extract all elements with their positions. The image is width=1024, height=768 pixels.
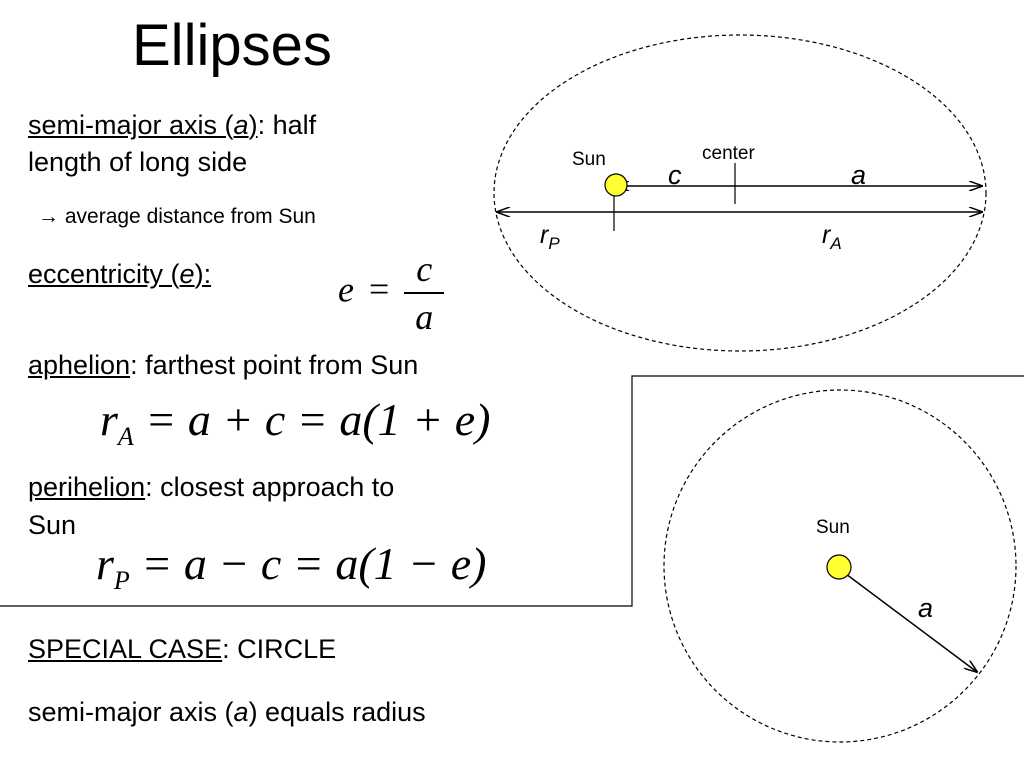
average-distance-text: average distance from Sun: [64, 205, 316, 228]
aphelion-term: aphelion: [28, 350, 131, 380]
aphelion-sub: A: [117, 422, 134, 452]
perihelion-definition: perihelion: closest approach to: [28, 470, 394, 504]
ecc-equals: =: [368, 269, 390, 310]
perihelion-r: r: [96, 538, 114, 589]
semi-major-rest: : half: [257, 110, 317, 140]
sun-icon: [604, 173, 628, 197]
semi-major-axis-definition: semi-major axis (a): half: [28, 108, 316, 142]
circle-note: semi-major axis (a) equals radius: [28, 695, 426, 729]
page-title: Ellipses: [132, 13, 332, 78]
ecc-denominator: a: [415, 297, 434, 337]
special-case-term: SPECIAL CASE: [28, 634, 223, 664]
ecc-lhs: e: [338, 269, 354, 310]
aphelion-definition: aphelion: farthest point from Sun: [28, 348, 418, 382]
eccentricity-definition: eccentricity (e):: [28, 257, 211, 291]
circle-note-post: ) equals radius: [248, 697, 426, 727]
aphelion-formula: rA = a + c = a(1 + e): [100, 392, 490, 465]
circle-sun-label: Sun: [816, 517, 850, 538]
average-distance-note: → average distance from Sun: [38, 204, 316, 230]
right-arrow-icon: →: [38, 205, 59, 228]
ecc-fraction: c a: [404, 248, 445, 338]
eccentricity-term: eccentricity (e):: [28, 259, 211, 289]
rp-sub: P: [548, 234, 560, 253]
ellipse-sun-label: Sun: [572, 149, 606, 170]
perihelion-body: = a − c = a(1 − e): [129, 538, 487, 589]
aphelion-rest: : farthest point from Sun: [130, 350, 419, 380]
eccentricity-term-text: eccentricity (: [28, 259, 180, 289]
semi-major-close: ): [248, 110, 258, 140]
perihelion-formula: rP = a − c = a(1 − e): [96, 536, 486, 609]
semi-major-line2: length of long side: [28, 147, 248, 177]
ra-r: r: [822, 221, 832, 249]
ra-label: rA: [822, 221, 842, 253]
orbit-ellipse: [493, 34, 987, 352]
perihelion-term: perihelion: [28, 472, 146, 502]
special-case-rest: : CIRCLE: [222, 634, 337, 664]
rp-label: rP: [540, 221, 560, 253]
aphelion-r: r: [100, 394, 118, 445]
perihelion-line2: Sun: [28, 510, 77, 540]
eccentricity-symbol: e: [179, 259, 195, 289]
semi-major-symbol: a: [233, 110, 249, 140]
perihelion-rest: : closest approach to: [145, 472, 395, 502]
ra-sub: A: [829, 234, 841, 253]
fraction-bar: [404, 292, 445, 294]
perihelion-sub: P: [113, 566, 130, 596]
radius-arrow: [845, 573, 977, 672]
eccentricity-close: ):: [194, 259, 212, 289]
center-label: center: [702, 143, 755, 164]
circular-orbit: [663, 389, 1017, 743]
a-label: a: [851, 160, 866, 190]
eccentricity-formula: e = c a: [338, 248, 445, 338]
semi-major-term: semi-major axis (a): [28, 110, 258, 140]
c-label: c: [668, 160, 682, 190]
aphelion-body: = a + c = a(1 + e): [133, 394, 491, 445]
radius-a-label: a: [918, 593, 933, 623]
circle-sun-icon: [826, 554, 852, 580]
ecc-numerator: c: [416, 249, 433, 289]
circle-panel-border: [0, 375, 1024, 607]
semi-major-term-text: semi-major axis (: [28, 110, 234, 140]
circle-note-symbol: a: [233, 697, 249, 727]
circle-note-pre: semi-major axis (: [28, 697, 234, 727]
rp-r: r: [540, 221, 550, 249]
special-case-heading: SPECIAL CASE: CIRCLE: [28, 632, 336, 666]
